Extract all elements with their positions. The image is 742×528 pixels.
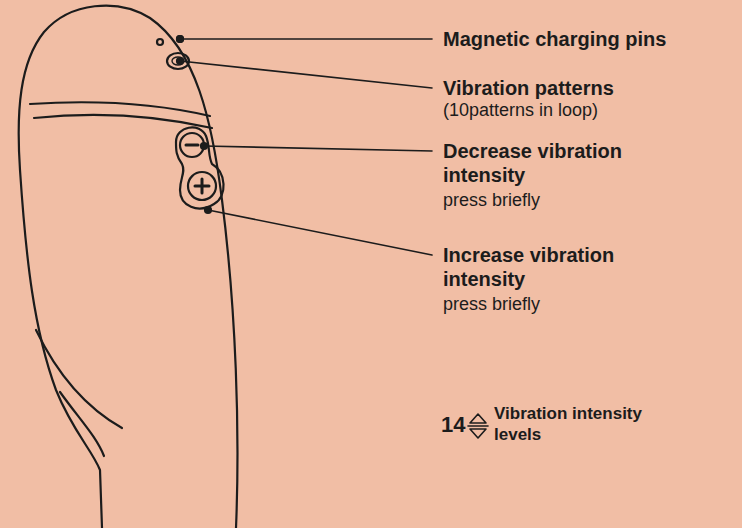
leader-dot [177,58,183,64]
down-arrow-symbol [470,429,486,438]
up-arrow-symbol [470,414,486,423]
part-label: Vibration intensity levels [494,404,644,445]
leader-line [204,146,432,151]
device-outline [19,6,238,528]
part-label: Vibration patterns [443,76,614,100]
minus-sign [186,144,198,147]
note-label: press briefly [443,294,540,316]
leader-dot [205,207,211,213]
note-label: press briefly [443,190,540,212]
charging-pin [177,36,183,42]
plus-sign [201,179,204,193]
leader-dot [177,36,183,42]
pattern-button-grip [172,57,184,65]
leader-line [182,38,432,40]
plus-button [188,172,216,200]
head-seam [34,115,212,128]
leader-line [208,210,432,255]
part-label: Magnetic charging pins [443,27,666,51]
count-label: 14 [441,412,465,439]
part-label: Increase vibration intensity [443,243,693,292]
charging-pin [157,39,163,45]
leader-dot [201,143,207,149]
button-housing [176,127,224,208]
leader-line [180,61,432,88]
head-seam [30,102,210,116]
arrow-divider [468,425,488,427]
lower-contour [36,330,122,428]
note-label: (10patterns in loop) [443,100,598,122]
part-label: Decrease vibration intensity [443,139,693,188]
lower-contour [60,392,104,456]
